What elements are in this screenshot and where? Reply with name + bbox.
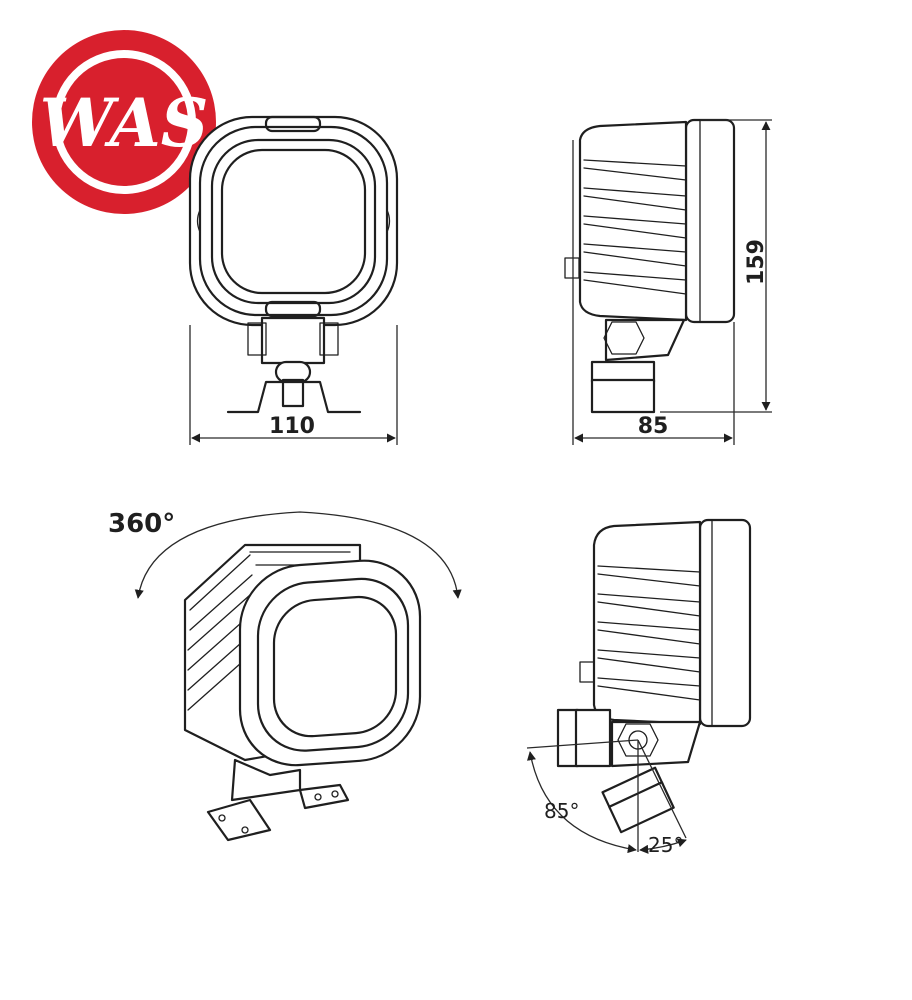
rotation-label: 360° [108, 509, 175, 539]
side-view: 85 159 [564, 118, 772, 445]
rotation-view: 360° [108, 509, 462, 842]
rotation-arrow [134, 511, 462, 599]
tilt-view: 85° 25° [526, 518, 752, 857]
logo-text: WAS [40, 84, 209, 162]
depth-dimension: 85 [638, 414, 669, 439]
brand-logo: WAS [32, 30, 216, 214]
front-view: 110 [188, 115, 399, 445]
height-dimension: 159 [744, 239, 769, 285]
width-dimension: 110 [269, 414, 315, 439]
tilt-fine-label: 25° [648, 833, 683, 857]
tilt-range-label: 85° [544, 799, 579, 823]
